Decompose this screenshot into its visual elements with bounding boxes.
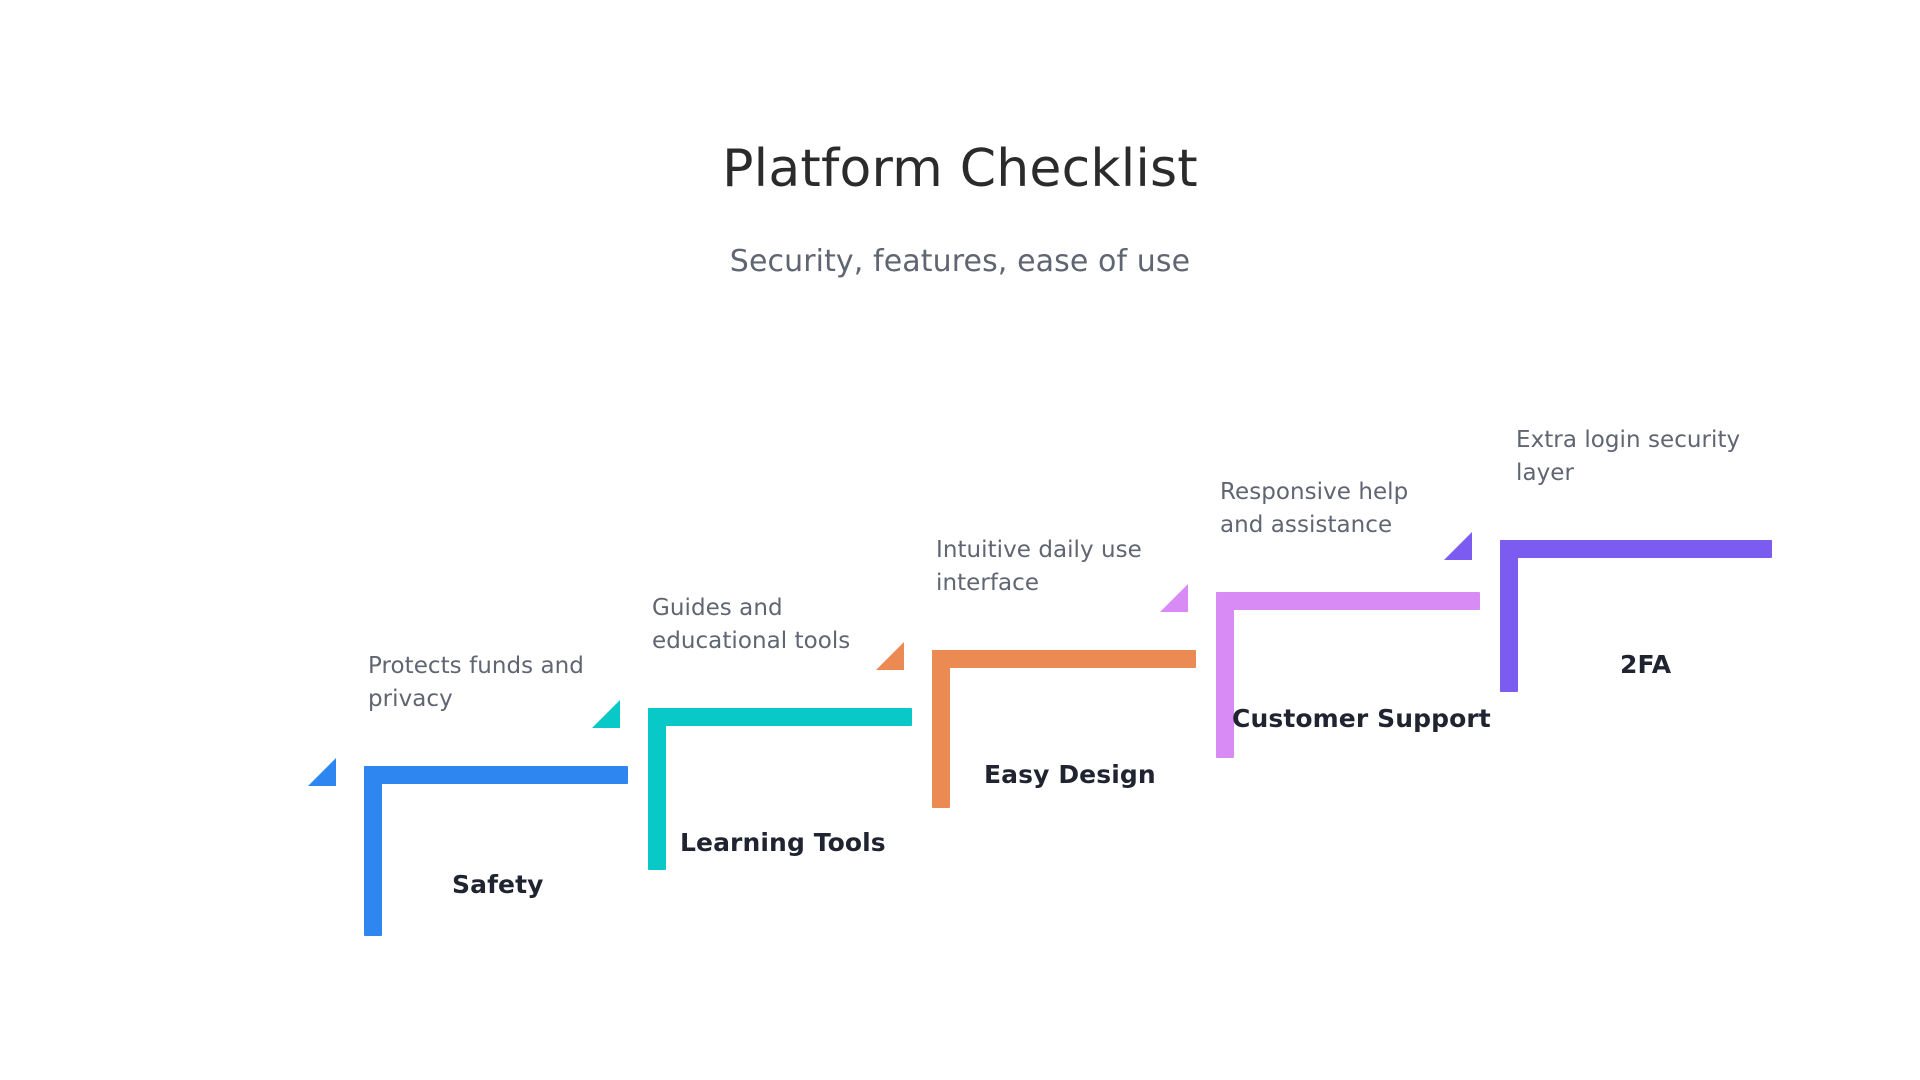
step-rail (364, 766, 628, 784)
step-rail (1500, 540, 1772, 558)
step-label-easy-design: Easy Design (984, 760, 1156, 789)
step-description-2fa: Extra login security layer (1516, 427, 1741, 486)
step-label-customer-support: Customer Support (1232, 704, 1491, 733)
step-stem (1500, 540, 1518, 692)
step-stem (1216, 592, 1234, 758)
step-rail (648, 708, 912, 726)
page-subtitle: Security, features, ease of use (729, 243, 1191, 279)
step-description-easy-design: Intuitive daily use interface (936, 537, 1142, 596)
step-description-customer-support: Responsive help and assistance (1220, 479, 1409, 538)
page-title: Platform Checklist (722, 139, 1198, 199)
step-label-safety: Safety (452, 870, 544, 899)
slide-header: Platform Checklist Security, features, e… (0, 139, 1920, 280)
step-stem (364, 766, 382, 936)
step-rail (1216, 592, 1480, 610)
step-rail (932, 650, 1196, 668)
step-arrowhead-icon (876, 642, 904, 670)
step-stem (648, 708, 666, 870)
step-stem (932, 650, 950, 808)
step-arrowhead-icon (1160, 584, 1188, 612)
step-label-2fa: 2FA (1620, 650, 1672, 679)
step-description-safety: Protects funds and privacy (368, 653, 584, 712)
step-arrowhead-icon (592, 700, 620, 728)
step-arrowhead-icon (1444, 532, 1472, 560)
step-description-learning-tools: Guides and educational tools (652, 595, 851, 654)
step-arrowhead-icon (308, 758, 336, 786)
step-label-learning-tools: Learning Tools (680, 828, 886, 857)
